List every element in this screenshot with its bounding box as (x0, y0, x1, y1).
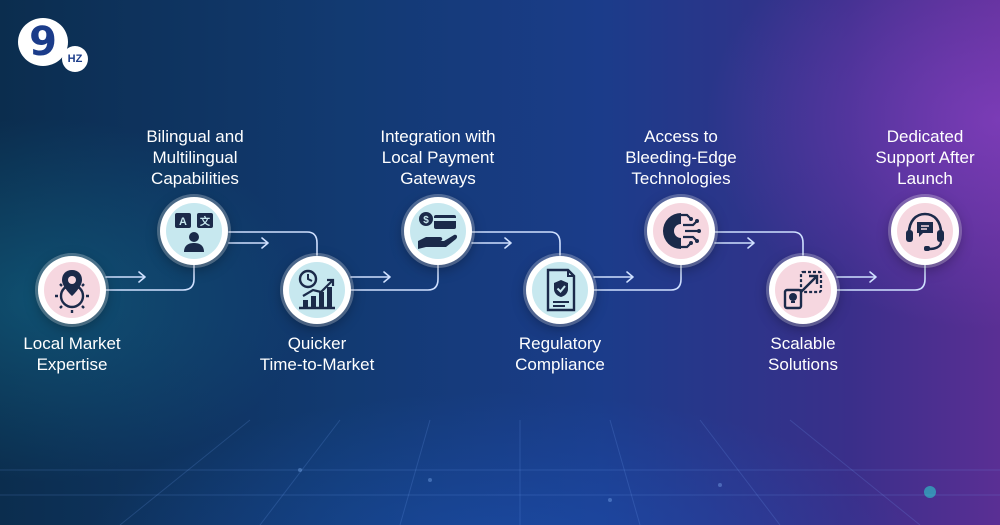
logo-mark: 9 (18, 18, 68, 66)
step-label-bleeding-edge-technologies: Access to Bleeding-Edge Technologies (625, 127, 737, 188)
step-node-bleeding-edge-technologies (647, 197, 715, 265)
step-label-quicker-time-to-market: Quicker Time-to-Market (259, 334, 375, 374)
compliance-document-icon (546, 268, 576, 312)
step-label-bilingual-capabilities: Bilingual and Multilingual Capabilities (146, 127, 244, 188)
step-node-scalable-solutions (769, 256, 837, 324)
payment-card-hand-icon: $ (418, 212, 458, 249)
tech-gear-circuit-icon (663, 213, 701, 249)
step-label-payment-gateways: Integration with Local Payment Gateways (380, 127, 496, 188)
brand-logo: 9 HZ (16, 18, 98, 74)
logo-suffix: HZ (62, 46, 88, 72)
step-node-dedicated-support (891, 197, 959, 265)
step-label-dedicated-support: Dedicated Support After Launch (875, 127, 975, 188)
translation-person-icon: A 文 (175, 213, 213, 252)
step-label-local-market-expertise: Local Market Expertise (23, 334, 121, 374)
location-gear-icon (55, 270, 89, 313)
step-label-regulatory-compliance: Regulatory Compliance (515, 334, 605, 374)
step-node-regulatory-compliance (526, 256, 594, 324)
step-node-quicker-time-to-market (283, 256, 351, 324)
scalable-bulb-arrow-icon (783, 270, 823, 310)
step-node-payment-gateways: $ (404, 197, 472, 265)
svg-text:文: 文 (200, 215, 211, 228)
step-node-bilingual-capabilities: A 文 (160, 197, 228, 265)
svg-text:A: A (179, 216, 187, 228)
headset-support-icon (906, 212, 944, 251)
clock-growth-chart-icon (298, 269, 335, 310)
step-node-local-market-expertise (38, 256, 106, 324)
step-label-scalable-solutions: Scalable Solutions (768, 334, 838, 374)
svg-text:$: $ (423, 215, 429, 226)
